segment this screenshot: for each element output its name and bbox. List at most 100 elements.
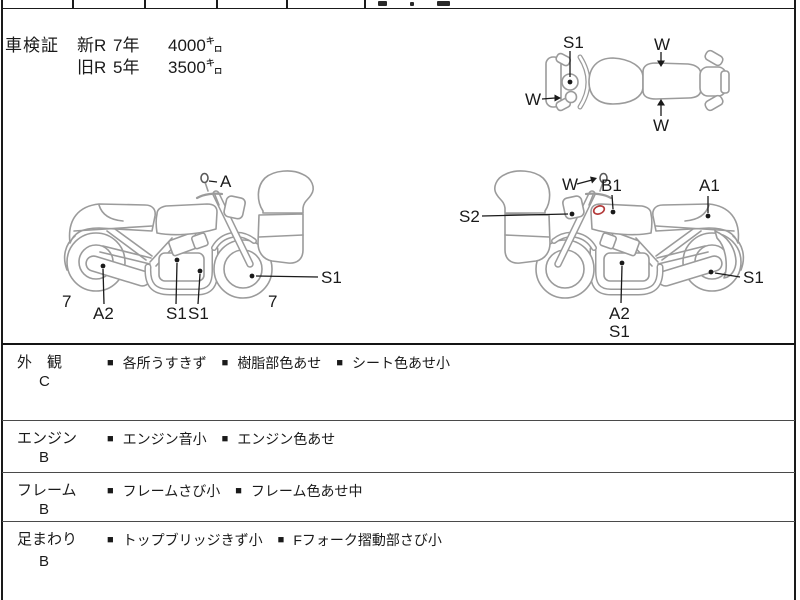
item-list: ■フレームさび小 ■ フレーム色あせ中 [107, 481, 363, 501]
grade-value: C [39, 373, 50, 390]
motorcycle-top-view [545, 49, 730, 112]
dot-front-wheel-left [249, 273, 255, 279]
item-text: フレーム色あせ中 [250, 483, 363, 499]
seat-top [642, 62, 702, 100]
pointer-line-s1-engine [175, 262, 178, 305]
bullet-icon: ■ [336, 356, 343, 369]
label-w-top: W [654, 35, 670, 54]
dot-cowl-right [705, 213, 711, 219]
reg-mileage: 4000㌔ [168, 36, 223, 55]
registration-title: 車検証 [5, 36, 59, 55]
item-text: Fフォーク摺動部さび小 [293, 532, 442, 548]
pointer-line-s1-rear-wheel [714, 272, 741, 278]
tail-cap [720, 70, 730, 94]
dot-tank-right [610, 209, 616, 215]
condition-item: ■ シート色あせ小 [336, 353, 450, 373]
item-text: エンジン色あせ [237, 431, 336, 447]
handlebar-top-inner [578, 55, 590, 109]
category-label: エンジン [17, 430, 78, 447]
pointer-lines [102, 51, 741, 305]
condition-item: ■ Fフォーク摺動部さび小 [278, 530, 442, 550]
fuel-tank-top [588, 57, 644, 105]
dot-engine-left [174, 257, 180, 263]
item-list: ■ エンジン音小 ■ エンジン色あせ [107, 429, 335, 449]
bullet-icon: ■ [107, 432, 114, 445]
grade-value: B [39, 553, 50, 570]
item-text: シート色あせ小 [351, 355, 450, 371]
label-s1-engine-r: S1 [609, 322, 630, 341]
bullet-icon: ■ [107, 484, 114, 497]
header-cell-divider [216, 0, 218, 8]
front-axle [564, 90, 578, 104]
reg-type: 新R [77, 36, 107, 55]
bullet-icon: ■ [107, 356, 114, 369]
label-a-mirror: A [220, 172, 232, 191]
clipped-text-fragment [437, 1, 450, 6]
front-wheel-top [545, 56, 562, 108]
item-text: 各所うすきず [122, 355, 207, 371]
reg-mileage: 3500㌔ [168, 58, 223, 77]
pointer-line-s1-front-wheel [255, 275, 319, 278]
damage-circle-mark [592, 205, 606, 215]
item-text: エンジン音小 [122, 431, 207, 447]
condition-item: ■ エンジン色あせ [222, 429, 336, 449]
bullet-icon: ■ [221, 356, 229, 369]
bullet-icon: ■ [235, 484, 242, 497]
inspection-row-exterior: 外 観 C ■ 各所うすきず ■ 樹脂部色あせ ■ シート色あせ小 [2, 343, 795, 422]
dot-exhaust-left [197, 268, 203, 274]
label-w-bottom: W [653, 116, 669, 135]
rear-tail-blade [714, 230, 737, 279]
dot-headlight-right [569, 211, 575, 217]
condition-item: ■ 樹脂部色あせ [222, 353, 322, 373]
dot-steering [567, 79, 573, 85]
label-7-rear-tire: 7 [62, 292, 71, 311]
label-s1-frontwheel: S1 [321, 268, 342, 287]
diagram-labels: S1 W W W A A2 S1 S1 S1 7 7 W B1 A1 S2 A2… [62, 33, 764, 341]
pointer-line-s1-exhaust [197, 273, 201, 305]
reg-year: 7年 [113, 36, 140, 55]
pointer-line-a [208, 180, 218, 183]
bullet-icon: ■ [221, 432, 229, 445]
header-row-bottom-border [1, 7, 795, 10]
header-cell-divider [364, 0, 366, 8]
category-label: フレーム [17, 482, 77, 499]
registration-row-new: 新R 7年 4000㌔ [77, 31, 223, 56]
label-w-left: W [525, 90, 541, 109]
condition-item: ■ トップブリッジきず小 [107, 530, 263, 550]
arrowhead-mirror [590, 176, 597, 184]
dot-engine-right [619, 260, 625, 266]
condition-item: ■フレームさび小 [107, 481, 220, 501]
bullet-icon: ■ [277, 533, 285, 546]
category-label: 足まわり [17, 531, 78, 548]
item-text: トップブリッジきず小 [122, 532, 263, 548]
condition-item: ■ 各所うすきず [107, 353, 207, 373]
pointer-line-s2 [481, 213, 569, 217]
item-list: ■ 各所うすきず ■ 樹脂部色あせ ■ シート色あせ小 [107, 353, 450, 373]
registration-row-old: 旧R 5年 3500㌔ [77, 53, 223, 78]
item-text: 樹脂部色あせ [237, 355, 322, 371]
inspection-row-frame: フレーム B ■フレームさび小 ■フレーム色あせ中 [2, 472, 795, 522]
label-a1-cowl: A1 [699, 176, 720, 195]
label-a2-muffler: A2 [93, 304, 114, 323]
category-label: 外 観 [17, 354, 63, 371]
label-s1-steering: S1 [563, 33, 584, 52]
label-b1-tank: B1 [601, 176, 622, 195]
item-list: ■ トップブリッジきず小 ■ Fフォーク摺動部さび小 [107, 530, 442, 550]
label-s1-rearwheel: S1 [743, 268, 764, 287]
header-cell-divider [286, 0, 288, 8]
pointer-line-a2-s1 [620, 265, 623, 304]
label-w-mirror: W [562, 175, 578, 194]
header-cell-divider [144, 0, 146, 8]
dot-muffler [100, 263, 106, 269]
pointer-line-b1 [611, 194, 614, 210]
motorcycle-left-view [65, 171, 314, 298]
reg-year: 5年 [113, 58, 140, 77]
condition-item: ■ フレーム色あせ中 [235, 481, 362, 501]
bullet-icon: ■ [107, 533, 114, 546]
dot-rear-wheel-right [708, 269, 714, 275]
footpeg-right [704, 94, 724, 112]
reg-type: 旧R [77, 58, 107, 77]
label-s2-headlight: S2 [459, 207, 480, 226]
